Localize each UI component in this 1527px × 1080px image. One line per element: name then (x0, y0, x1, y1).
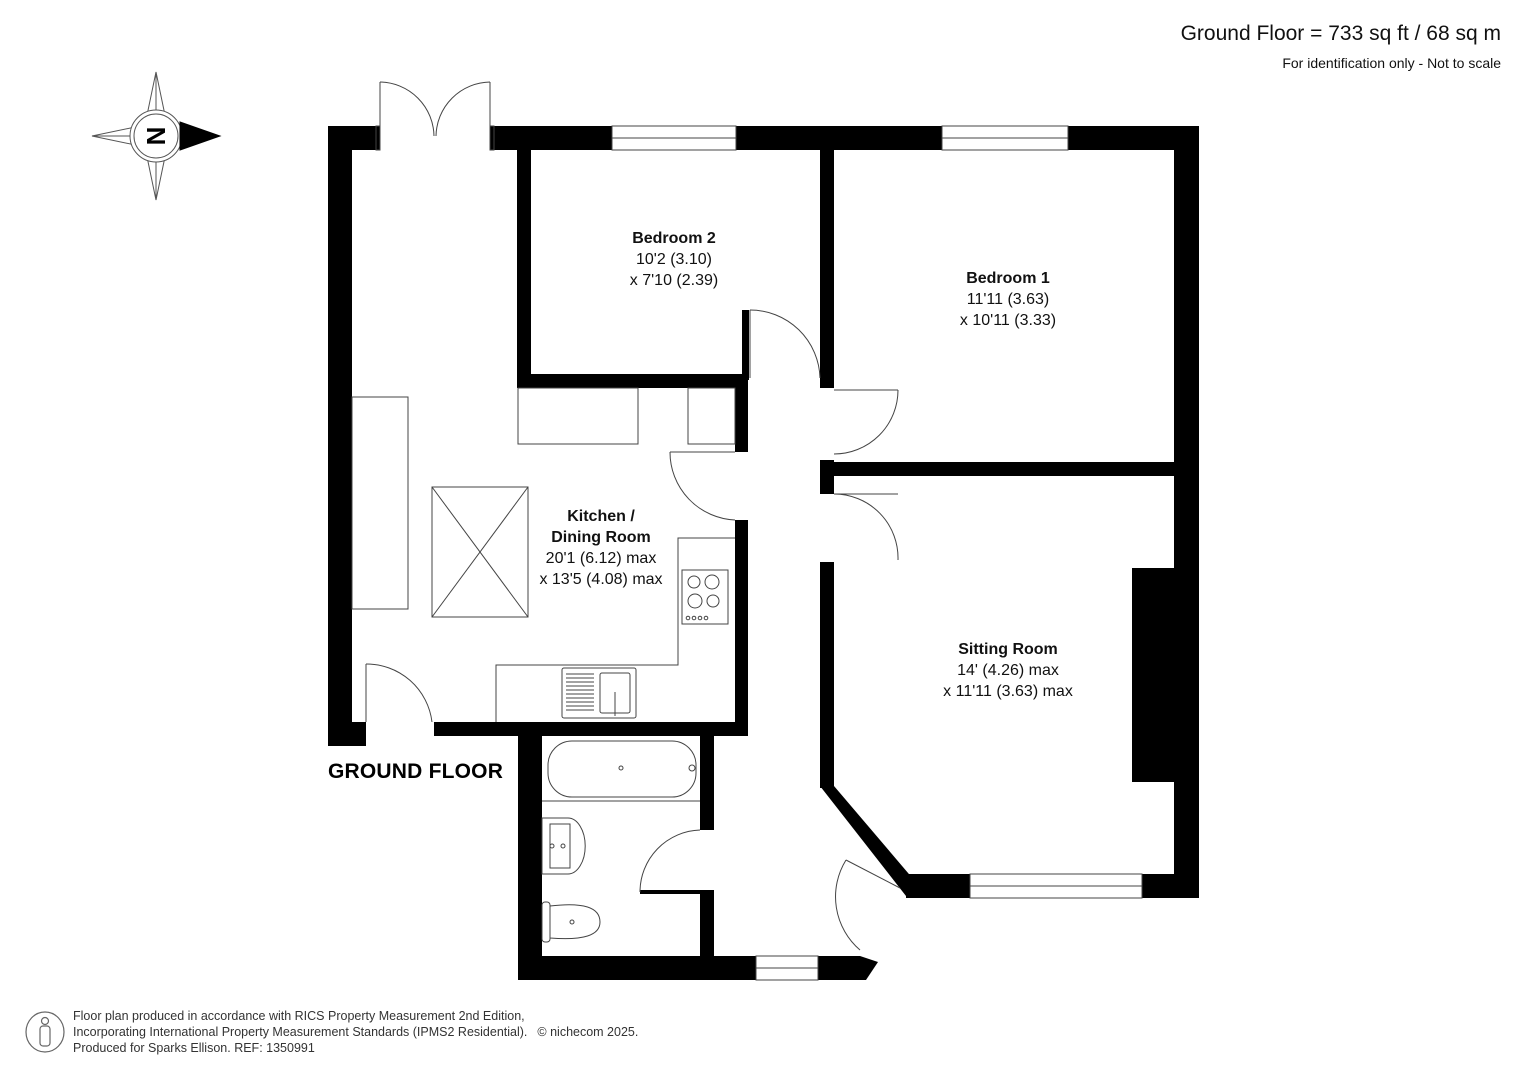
room-dimension: 20'1 (6.12) max (545, 550, 657, 567)
room-name: Bedroom 1 (966, 270, 1050, 287)
person-icon (25, 1011, 65, 1053)
room-dimension: 11'11 (3.63) (966, 291, 1050, 308)
room-dimension: 10'2 (3.10) (636, 251, 712, 268)
room-dimension: x 13'5 (4.08) max (539, 571, 663, 588)
hob-icon (681, 569, 729, 625)
compass-rose-icon: N (91, 71, 222, 201)
room-dimension: x 11'11 (3.63) max (943, 683, 1073, 700)
windows (611, 125, 1143, 981)
room-dimension: 14' (4.26) max (957, 662, 1059, 679)
room-dimension: x 10'11 (3.33) (959, 312, 1057, 329)
svg-text:N: N (141, 127, 171, 146)
room-name-line2: Dining Room (551, 529, 651, 546)
doors (365, 81, 901, 951)
table-icon (431, 486, 529, 618)
bathroom-fixtures (541, 740, 700, 943)
footer-line-2: Incorporating International Property Mea… (73, 1025, 639, 1039)
footer-line-3: Produced for Sparks Ellison. REF: 135099… (73, 1041, 315, 1055)
room-name: Kitchen / (567, 508, 635, 525)
worktop-left (351, 396, 409, 610)
kitchen-fixtures (351, 387, 736, 722)
room-sitting-room: Sitting Room 14' (4.26) max x 11'11 (3.6… (943, 639, 1073, 702)
room-dimension: x 7'10 (2.39) (629, 272, 719, 289)
room-name: Bedroom 2 (632, 230, 716, 247)
copyright: © nichecom 2025. (537, 1025, 639, 1039)
room-bedroom-2: Bedroom 2 10'2 (3.10) x 7'10 (2.39) (630, 228, 718, 291)
basin-icon (541, 817, 586, 875)
walls (328, 126, 1199, 980)
room-bedroom-1: Bedroom 1 11'11 (3.63) x 10'11 (3.33) (960, 268, 1056, 331)
footer-line-1: Floor plan produced in accordance with R… (73, 1009, 525, 1023)
footer: Floor plan produced in accordance with R… (73, 1008, 638, 1056)
room-name: Sitting Room (958, 641, 1058, 658)
floor-label: GROUND FLOOR (328, 760, 504, 783)
toilet-icon (541, 901, 551, 943)
bath-icon (547, 740, 697, 798)
area-summary: Ground Floor = 733 sq ft / 68 sq m (1180, 22, 1501, 45)
disclaimer: For identification only - Not to scale (1282, 55, 1501, 71)
room-kitchen-dining: Kitchen / Dining Room 20'1 (6.12) max x … (539, 506, 662, 590)
sink-icon (561, 667, 637, 719)
